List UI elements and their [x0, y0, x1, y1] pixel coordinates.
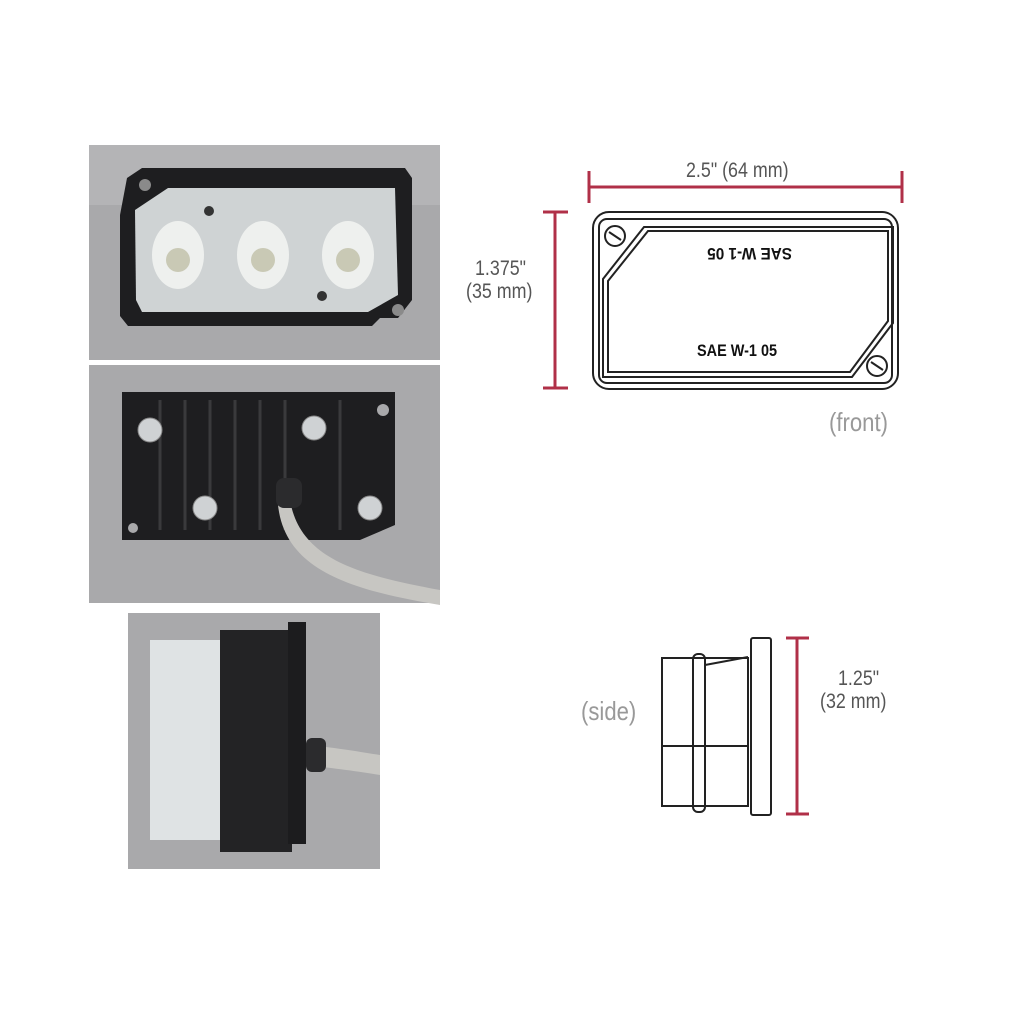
- front-view-label: (front): [829, 407, 888, 437]
- height-label-mm: (35 mm): [466, 280, 533, 303]
- side-view-label: (side): [581, 696, 637, 726]
- height-dimension-line: [543, 210, 568, 390]
- depth-dimension-line: [786, 636, 809, 816]
- lens-text-top: SAE W-1 05: [707, 244, 792, 263]
- depth-label-inches: 1.25": [838, 667, 880, 690]
- depth-label-mm: (32 mm): [820, 690, 887, 713]
- lens-text-bottom: SAE W-1 05: [697, 341, 778, 360]
- width-label: 2.5" (64 mm): [686, 159, 789, 182]
- height-label-inches: 1.375": [475, 257, 527, 280]
